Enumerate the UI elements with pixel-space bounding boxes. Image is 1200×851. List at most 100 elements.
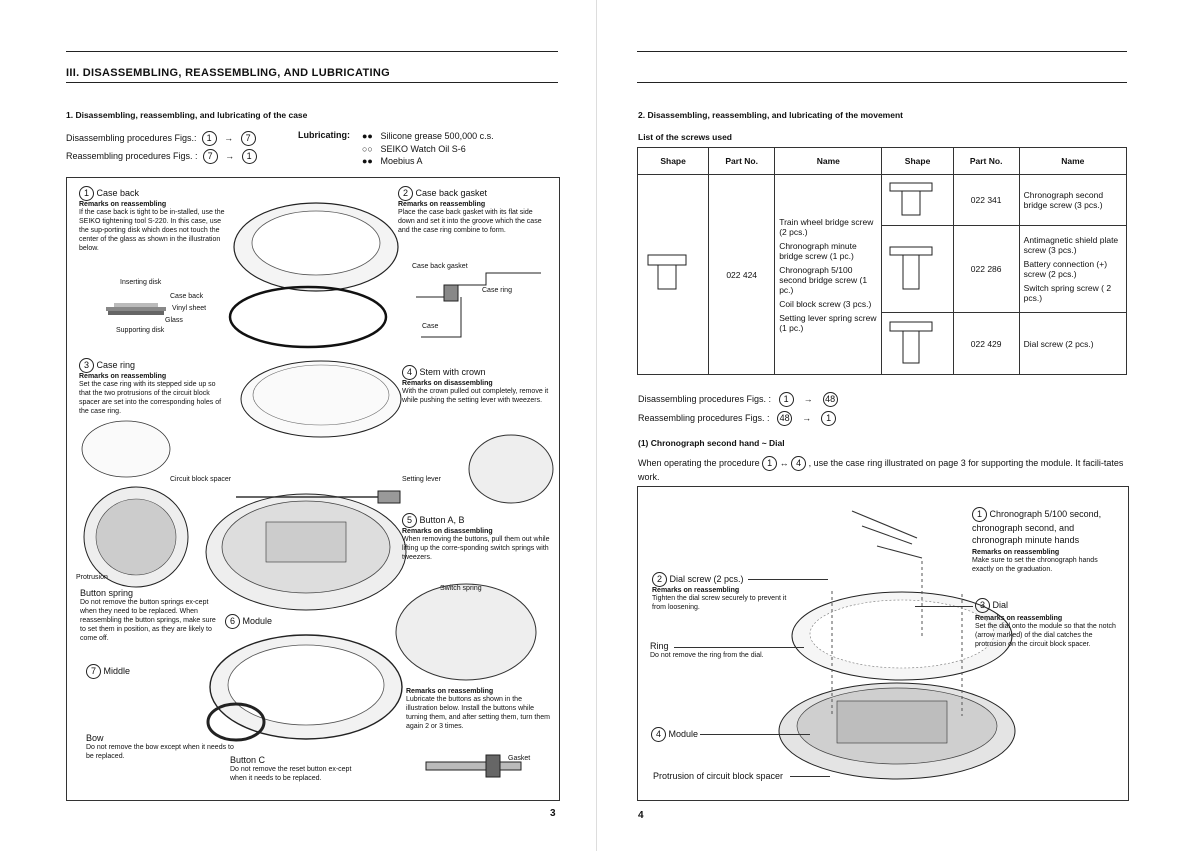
callout-case-back: 1 Case back Remarks on reassembling If t…	[79, 186, 269, 253]
stem-title: Stem with crown	[419, 366, 486, 377]
lub-row: ●● Silicone grease 500,000 c.s.	[362, 131, 494, 141]
bow-text: Do not remove the bow except when it nee…	[86, 744, 234, 760]
ring-title: Ring	[650, 641, 669, 651]
silicone-symbol-icon: ●●	[362, 131, 373, 141]
remarks-heading: Remarks on reassembling	[406, 688, 494, 695]
case-ring-title: Case ring	[96, 359, 136, 370]
case-diagram-box	[66, 177, 560, 801]
label-case-back-gasket: Case back gasket	[412, 263, 468, 270]
label-case-ring: Case ring	[482, 287, 512, 294]
remarks-heading: Remarks on reassembling	[972, 549, 1060, 556]
fig-circle: 48	[777, 411, 793, 426]
screw-name: Setting lever spring screw (1 pc.)	[779, 312, 877, 333]
callout-button-spring: Button spring Do not remove the button s…	[80, 588, 220, 643]
remarks-text: Tighten the dial screw securely to preve…	[652, 595, 787, 611]
screw-shape-icon	[889, 182, 933, 216]
fig-circle: 1	[762, 456, 778, 471]
remarks-text: Make sure to set the chronograph hands e…	[972, 557, 1098, 573]
leader-line	[790, 776, 830, 777]
hands-title: Chronograph 5/100 second, chronograph se…	[972, 508, 1102, 545]
button-c-text: Do not remove the reset button ex-cept w…	[230, 766, 352, 782]
remarks-heading: Remarks on reassembling	[398, 201, 486, 208]
screw-shape-icon	[889, 246, 933, 290]
callout-button-c: Button C Do not remove the reset button …	[230, 755, 370, 783]
label-glass: Glass	[165, 317, 183, 324]
num-circle: 3	[79, 358, 94, 373]
step1-title: (1) Chronograph second hand ~ Dial	[638, 438, 785, 448]
num-circle: 4	[402, 365, 417, 380]
re-label: Reassembling procedures Figs. :	[66, 150, 198, 161]
callout-bow: Bow Do not remove the bow except when it…	[86, 733, 236, 761]
num-circle: 1	[972, 507, 987, 522]
screw-shape-cell	[881, 312, 954, 375]
fig-circle: 7	[202, 149, 218, 164]
button-ab-title: Button A, B	[419, 514, 465, 525]
case-exploded-illustration	[81, 202, 554, 778]
step1-text: When operating the procedure 1 ↔ 4 , use…	[638, 456, 1124, 482]
screw-name: Dial screw (2 pcs.)	[1018, 312, 1128, 375]
ring-text: Do not remove the ring from the dial.	[650, 652, 764, 659]
section-rule	[66, 82, 558, 83]
fig-circle: 1	[821, 411, 837, 426]
fig-circle: 4	[791, 456, 807, 471]
part-no: 022 429	[952, 312, 1020, 375]
remarks-text: Lubricate the buttons as shown in the il…	[406, 696, 550, 730]
table-header-row: Shape Part No. Name Shape Part No. Name	[636, 147, 1128, 175]
label-switch-spring: Switch spring	[440, 585, 482, 592]
screw-shape-cell	[881, 173, 954, 227]
arrow: →	[802, 412, 812, 423]
fig-circle: 1	[778, 392, 794, 407]
col-header: Shape	[881, 147, 954, 175]
remarks-text: Set the dial onto the module so that the…	[975, 623, 1116, 648]
remarks-heading: Remarks on reassembling	[79, 373, 167, 380]
leader-line	[915, 606, 973, 607]
sub2-title: 2. Disassembling, reassembling, and lubr…	[638, 110, 903, 120]
callout-ring: Ring Do not remove the ring from the dia…	[650, 641, 800, 660]
part-no: 022 424	[708, 174, 776, 375]
remarks-text: When removing the buttons, pull them out…	[402, 536, 550, 561]
dis-label: Disassembling procedures Figs.:	[66, 132, 197, 143]
screw-name: Train wheel bridge screw (2 pcs.)	[779, 216, 874, 237]
label-case-back: Case back	[170, 293, 204, 300]
label-circuit-block-spacer: Circuit block spacer	[170, 476, 232, 483]
table-row: 022 424 Train wheel bridge screw (2 pcs.…	[636, 173, 1128, 375]
screw-name: Battery connection (+) screw (2 pcs.)	[1023, 259, 1108, 280]
page-number: 3	[550, 808, 556, 819]
screw-name: Chronograph minute bridge screw (1 pc.)	[779, 240, 857, 261]
re-label: Reassembling procedures Figs. :	[638, 412, 770, 423]
callout-gasket: 2 Case back gasket Remarks on reassembli…	[398, 186, 548, 235]
leader-line	[700, 734, 810, 735]
label-supporting-disk: Supporting disk	[116, 327, 165, 334]
button-spring-text: Do not remove the button springs ex-cept…	[80, 599, 216, 642]
screw-name: Coil block screw (3 pcs.)	[779, 298, 872, 309]
movement-diagram-box	[637, 486, 1129, 801]
screw-name: Chronograph 5/100 second bridge screw (1…	[779, 264, 868, 295]
list-title: List of the screws used	[638, 132, 732, 142]
page-number: 4	[638, 810, 644, 821]
num-circle: 2	[652, 572, 667, 587]
middle-title: Middle	[103, 665, 131, 676]
re-procedures-right: Reassembling procedures Figs. : 48 → 1	[638, 411, 837, 426]
fig-circle: 7	[240, 131, 256, 146]
col-header: Shape	[636, 147, 710, 175]
callout-stem: 4 Stem with crown Remarks on disassembli…	[402, 365, 552, 405]
dial-screw-title: Dial screw (2 pcs.)	[669, 573, 744, 584]
gutter	[596, 0, 597, 851]
remarks-heading: Remarks on disassembling	[402, 380, 493, 387]
label-protrusion: Protrusion	[76, 574, 108, 581]
arrow: →	[225, 150, 235, 161]
lub-row: ●● Moebius A	[362, 156, 423, 166]
callout-case-ring: 3 Case ring Remarks on reassembling Set …	[79, 358, 229, 416]
remarks-heading: Remarks on disassembling	[402, 528, 493, 535]
label-protrusion-spacer: Protrusion of circuit block spacer	[653, 771, 784, 781]
module-title: Module	[242, 615, 273, 626]
case-back-title: Case back	[96, 187, 140, 198]
callout-dial: 3 Dial Remarks on reassembling Set the d…	[975, 598, 1120, 649]
name-cell: Train wheel bridge screw (2 pcs.) Chrono…	[774, 174, 883, 375]
remarks-heading: Remarks on reassembling	[79, 201, 167, 208]
re-procedures: Reassembling procedures Figs. : 7 → 1	[66, 149, 257, 164]
num-circle: 6	[225, 614, 240, 629]
remarks-text: With the crown pulled out completely, re…	[402, 388, 549, 404]
section-title: III. DISASSEMBLING, REASSEMBLING, AND LU…	[66, 67, 390, 79]
callout-hands: 1 Chronograph 5/100 second, chronograph …	[972, 507, 1120, 574]
